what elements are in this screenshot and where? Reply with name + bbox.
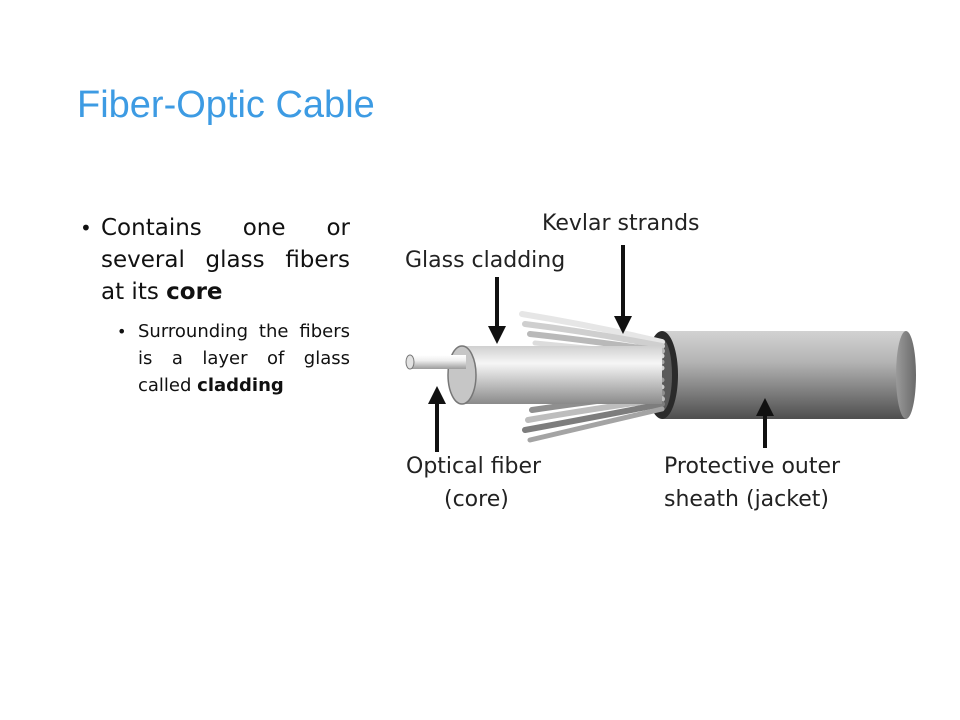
glass-cladding: [447, 345, 662, 405]
label-arrows: [428, 245, 774, 452]
bullet-item-core: Contains one or several glass fibers at …: [80, 212, 350, 308]
sub-bullet-text: Surrounding the fibers is a layer of gla…: [138, 321, 350, 396]
sub-bullet-emphasis: cladding: [197, 375, 284, 396]
sub-bullet-item-cladding: Surrounding the fibers is a layer of gla…: [117, 318, 350, 399]
label-optical-fiber: Optical fiber: [406, 454, 542, 479]
label-kevlar-strands: Kevlar strands: [542, 211, 700, 236]
label-sheath-jacket: sheath (jacket): [664, 487, 829, 512]
label-core: (core): [444, 487, 509, 512]
optical-fiber-core: [405, 354, 466, 370]
label-glass-cladding: Glass cladding: [405, 248, 565, 273]
outer-jacket: [646, 331, 916, 419]
label-protective-outer: Protective outer: [664, 454, 841, 479]
bullet-list: Contains one or several glass fibers at …: [80, 212, 350, 399]
bullet-emphasis: core: [166, 279, 223, 305]
slide-title: Fiber-Optic Cable: [77, 84, 375, 126]
fiber-cable-diagram: Kevlar strands Glass cladding Optical fi…: [405, 211, 916, 512]
bullet-text: Contains one or several glass fibers at …: [101, 215, 350, 305]
